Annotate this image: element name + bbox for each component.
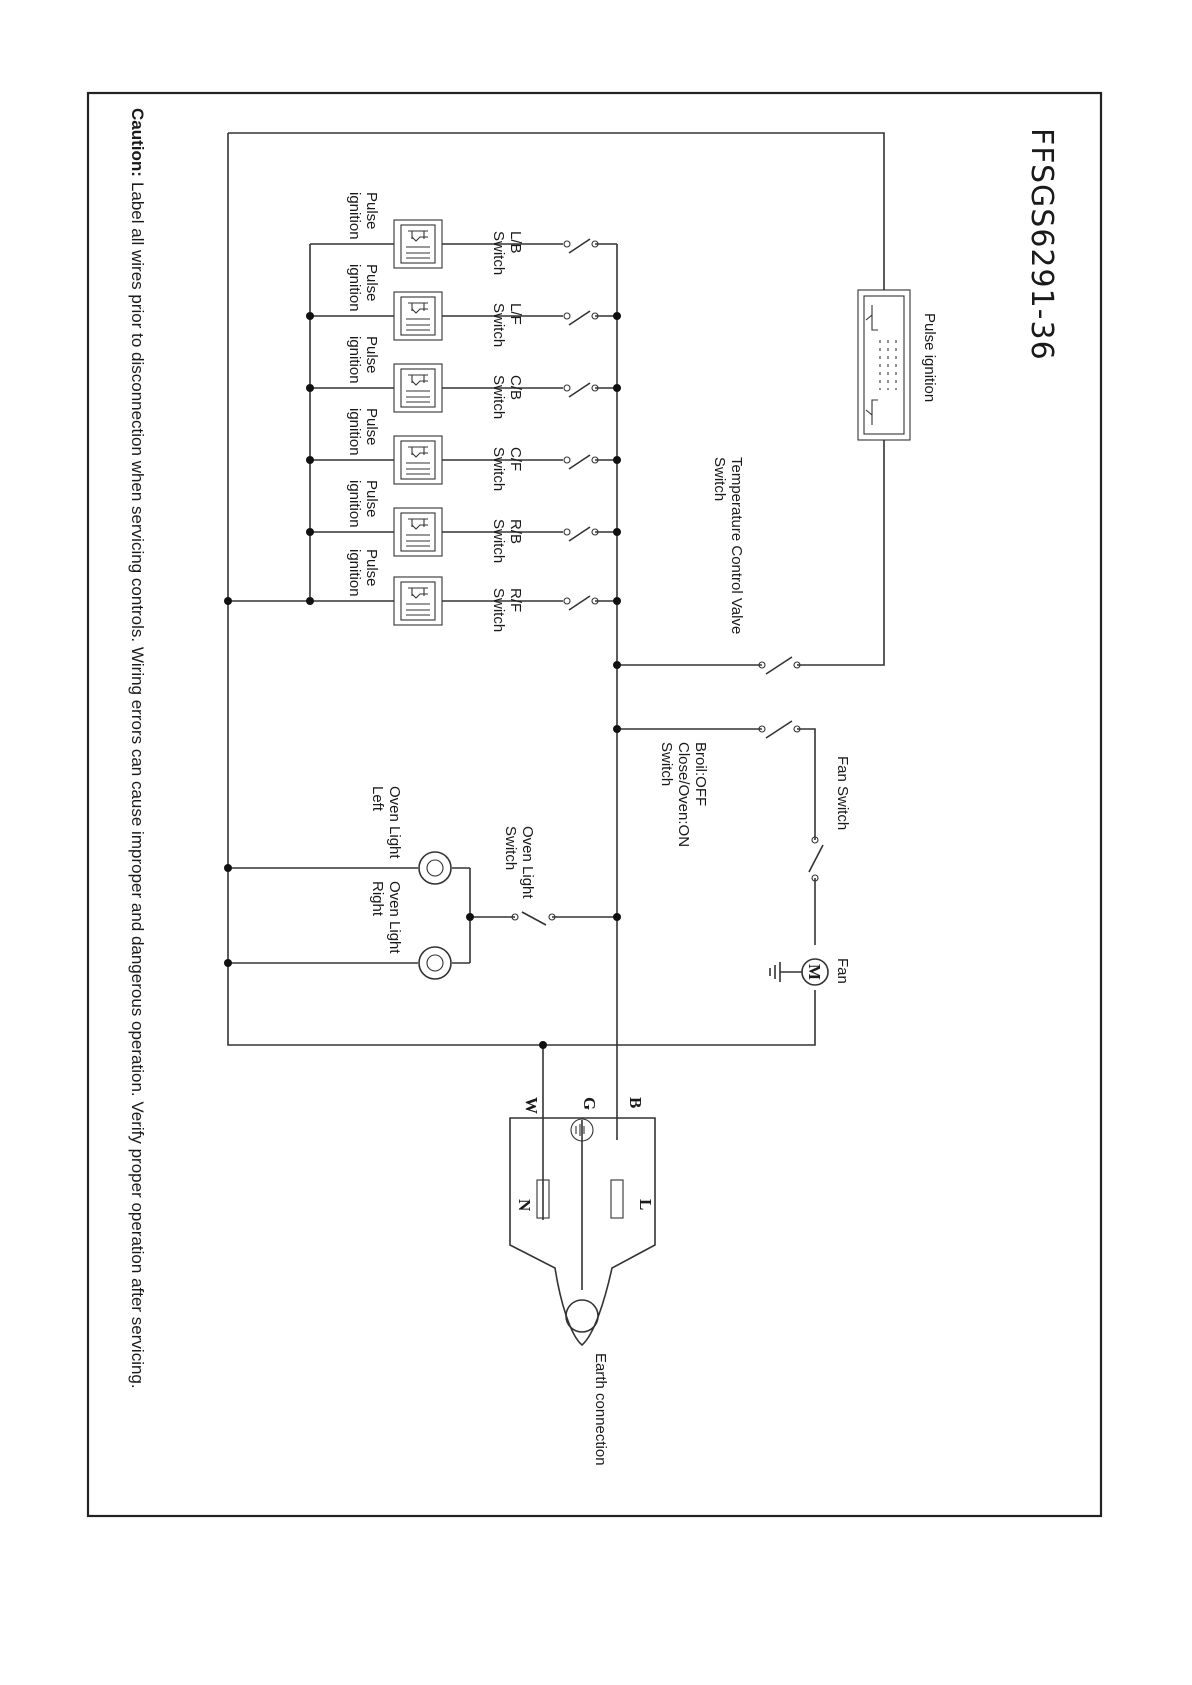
power-plug: L N — [509, 1117, 656, 1347]
pulse-ignition-label: Pulseignition — [346, 192, 380, 240]
oven-light-right-lamp — [418, 946, 452, 980]
junction-dots — [224, 312, 621, 1049]
fan-label: Fan — [834, 958, 851, 984]
burner-switch-label: C/BSwitch — [490, 375, 524, 419]
earth-connection-label: Earth connection — [592, 1353, 609, 1466]
burner-row: C/FSwitch Pulseignition — [310, 408, 617, 491]
wiring — [227, 132, 885, 1290]
oven-light-switch — [511, 911, 556, 926]
broil-switch-label: Broil:OFFClose/Oven:ONSwitch — [658, 742, 709, 847]
wire-label-g: G — [580, 1097, 599, 1110]
plug-n-label: N — [515, 1199, 534, 1212]
pulse-ignition-module — [393, 507, 443, 557]
burner-switch-label: L/BSwitch — [490, 231, 524, 275]
burner-row: L/BSwitch Pulseignition — [310, 192, 617, 275]
fan-motor: M — [769, 958, 829, 986]
oven-light-switch-label: Oven LightSwitch — [502, 826, 536, 899]
fan-motor-symbol: M — [805, 964, 824, 980]
fan-switch-label: Fan Switch — [834, 756, 851, 830]
wire-label-b: B — [626, 1097, 645, 1108]
burner-row: R/BSwitch Pulseignition — [310, 480, 617, 563]
pulse-ignition-module — [393, 363, 443, 413]
pulse-ignition-label: Pulseignition — [346, 264, 380, 312]
pulse-ignition-label: Pulseignition — [346, 408, 380, 456]
oven-light-left-lamp — [418, 851, 452, 885]
caution-prefix: Caution: — [128, 108, 147, 177]
pulse-ignition-module — [393, 291, 443, 341]
oven-light-right-label: Oven LightRight — [369, 881, 403, 954]
pulse-ignition-label: Pulseignition — [346, 336, 380, 384]
pulse-ignition-module — [393, 219, 443, 269]
oven-light-left-label: Oven LightLeft — [369, 786, 403, 859]
pulse-ignition-main-label: Pulse ignition — [921, 313, 938, 402]
fan-switch — [808, 836, 824, 882]
caution-text: Label all wires prior to disconnection w… — [128, 182, 147, 1389]
burner-row: C/BSwitch Pulseignition — [310, 336, 617, 419]
broil-switch — [758, 720, 801, 739]
temperature-control-valve-switch — [758, 656, 801, 675]
pulse-ignition-main — [857, 289, 911, 441]
wire-label-w: W — [522, 1097, 541, 1114]
burner-row: L/FSwitch Pulseignition — [310, 264, 617, 347]
page-title: FFSGS6291-36 — [1024, 128, 1059, 361]
pulse-ignition-label: Pulseignition — [346, 549, 380, 597]
pulse-ignition-label: Pulseignition — [346, 480, 380, 528]
temp-valve-label: Temperature Control ValveSwitch — [711, 457, 745, 634]
plug-l-label: L — [636, 1199, 655, 1210]
pulse-ignition-module — [393, 435, 443, 485]
burner-switch-label: C/FSwitch — [490, 447, 524, 491]
burner-switch-label: L/FSwitch — [490, 303, 524, 347]
page-border — [86, 91, 1103, 1518]
pulse-ignition-module — [393, 576, 443, 626]
caution-note: Caution: Label all wires prior to disconn… — [128, 108, 147, 1389]
burner-switch-label: R/FSwitch — [490, 588, 524, 632]
burner-row: R/FSwitch Pulseignition — [310, 549, 617, 632]
burner-switch-label: R/BSwitch — [490, 519, 524, 563]
